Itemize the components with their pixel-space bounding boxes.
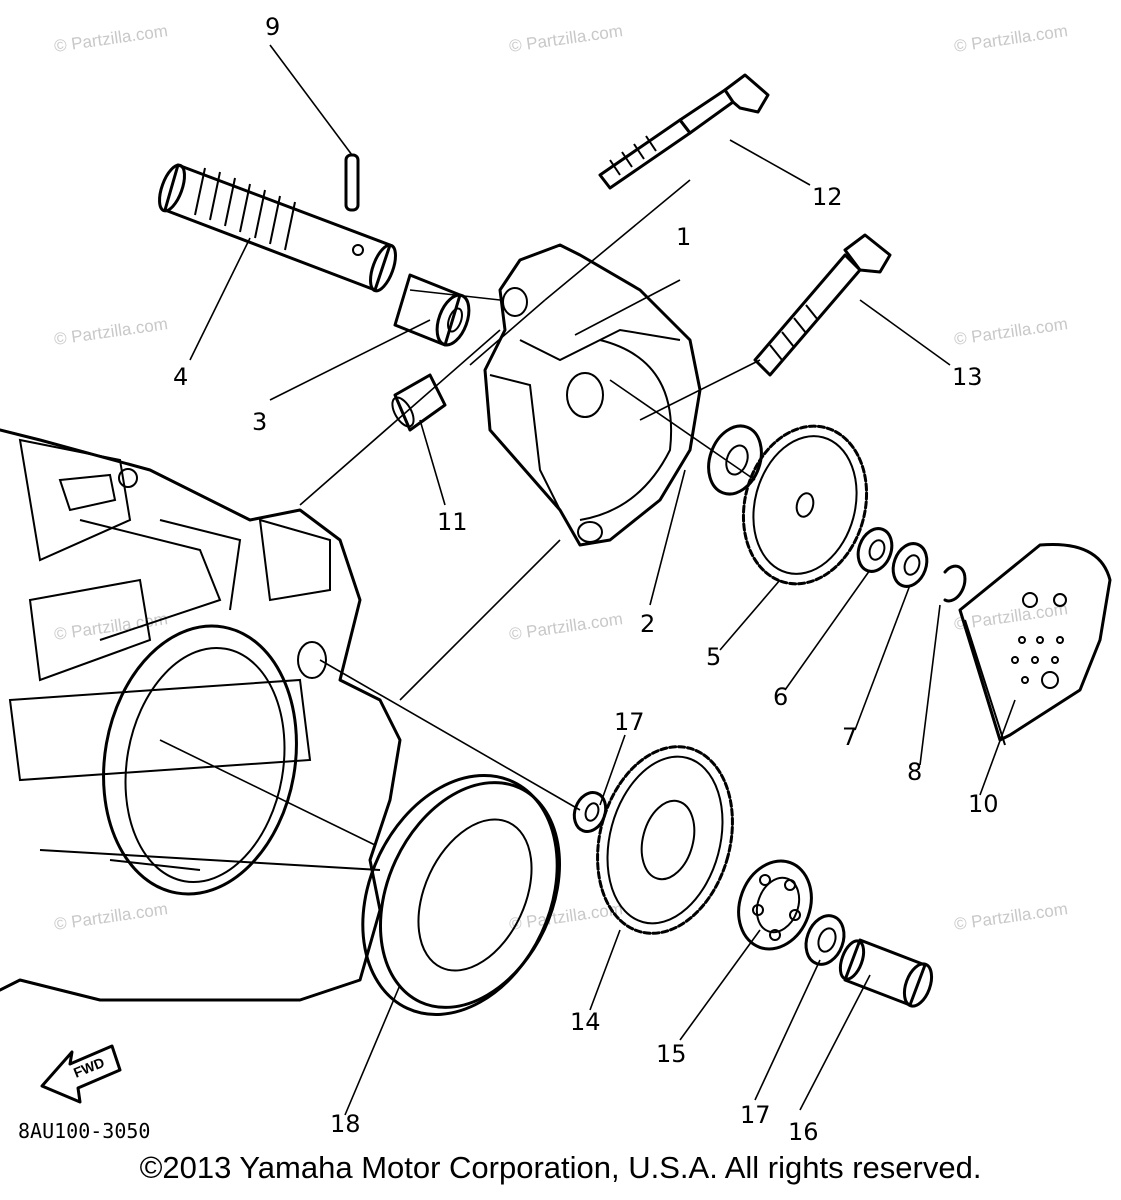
callout-2: 2 <box>640 610 655 638</box>
watermark: © Partzilla.com <box>53 314 169 349</box>
callout-12: 12 <box>812 183 843 211</box>
part-13-bolt <box>753 233 892 377</box>
part-6-washer <box>856 527 894 573</box>
callout-15: 15 <box>656 1040 687 1068</box>
callout-7: 7 <box>842 723 857 751</box>
watermark: © Partzilla.com <box>953 314 1069 349</box>
part-18-seal <box>361 773 561 1017</box>
callout-1: 1 <box>676 223 691 251</box>
part-10-plate <box>958 542 1112 746</box>
part-15-bearing <box>737 859 813 951</box>
watermark: © Partzilla.com <box>953 599 1069 634</box>
copyright-notice: ©2013 Yamaha Motor Corporation, U.S.A. A… <box>139 1150 982 1185</box>
callout-11: 11 <box>437 508 468 536</box>
watermark: © Partzilla.com <box>53 609 169 644</box>
part-5-gear <box>741 424 869 586</box>
callout-3: 3 <box>252 408 267 436</box>
part-12-bolt <box>598 73 770 190</box>
fwd-arrow-icon: FWD <box>40 1044 122 1104</box>
callout-18: 18 <box>330 1110 361 1138</box>
callout-14: 14 <box>570 1008 601 1036</box>
watermark: © Partzilla.com <box>953 899 1069 934</box>
part-7-washer <box>891 542 929 588</box>
watermark: © Partzilla.com <box>53 899 169 934</box>
part-2-bearing <box>707 424 763 496</box>
watermark: © Partzilla.com <box>53 21 169 56</box>
watermark: © Partzilla.com <box>508 21 624 56</box>
callout-9: 9 <box>265 13 280 41</box>
part-14-gear <box>596 745 734 935</box>
part-4-shaft <box>158 163 397 293</box>
diagram-code: 8AU100-3050 <box>18 1119 150 1143</box>
part-9-pin <box>344 153 360 212</box>
callout-6: 6 <box>773 683 788 711</box>
part-17-washer-bottom <box>804 914 846 966</box>
callout-8: 8 <box>907 758 922 786</box>
part-11-dowel <box>391 373 447 432</box>
callout-4: 4 <box>173 363 188 391</box>
callout-13: 13 <box>952 363 983 391</box>
callout-16: 16 <box>788 1118 819 1146</box>
callout-10: 10 <box>968 790 999 818</box>
callouts: 9 1 12 13 4 3 11 2 5 6 7 8 10 17 14 15 1… <box>173 13 999 1146</box>
callout-17-bottom: 17 <box>740 1101 771 1129</box>
part-16-shaft <box>838 938 934 1008</box>
crankcase <box>0 428 402 1002</box>
part-8-circlip <box>943 564 967 603</box>
watermark: © Partzilla.com <box>953 21 1069 56</box>
callout-17-top: 17 <box>614 708 645 736</box>
part-3-collar <box>393 273 471 347</box>
watermarks: © Partzilla.com © Partzilla.com © Partzi… <box>53 21 1069 934</box>
callout-5: 5 <box>706 643 721 671</box>
watermark: © Partzilla.com <box>508 609 624 644</box>
part-1-housing <box>483 243 702 547</box>
